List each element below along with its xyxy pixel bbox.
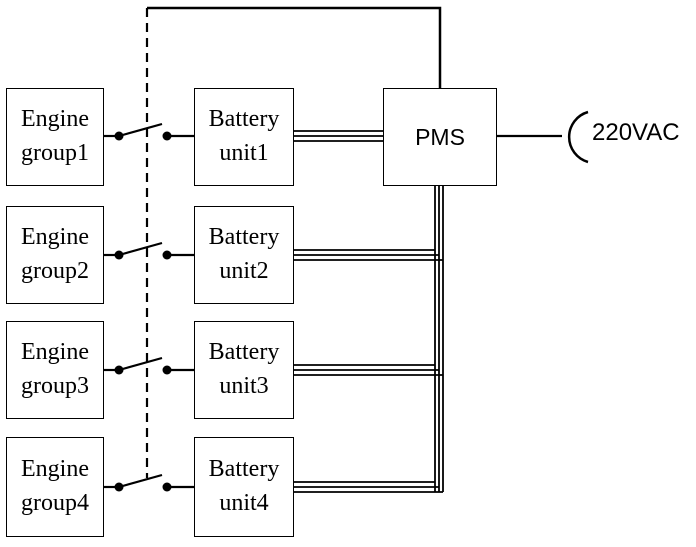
engine-group-3-line2: group3 [21, 373, 89, 399]
engine-group-2-line2: group2 [21, 258, 89, 284]
engine-group-3: Engine group3 [6, 321, 104, 419]
battery-unit-4-line2: unit4 [219, 490, 269, 516]
battery-unit-2-line2: unit2 [219, 258, 269, 284]
plug-icon [567, 110, 589, 164]
engine-group-4-line1: Engine [21, 456, 89, 483]
engine-group-2: Engine group2 [6, 206, 104, 304]
battery-unit-4-line1: Battery [208, 456, 280, 483]
engine-group-2-line1: Engine [21, 224, 89, 251]
battery-unit-1-line1: Battery [208, 106, 280, 133]
switch-1 [104, 122, 194, 141]
engine-group-4: Engine group4 [6, 437, 104, 537]
battery-unit-3-line1: Battery [208, 339, 280, 366]
engine-group-3-line1: Engine [21, 339, 89, 366]
engine-group-1: Engine group1 [6, 88, 104, 186]
battery-unit-2-line1: Battery [208, 224, 280, 251]
switch-3 [104, 356, 194, 375]
battery-unit-4: Battery unit4 [194, 437, 294, 537]
bus-battery2 [294, 249, 443, 261]
battery-unit-1-line2: unit1 [219, 140, 269, 166]
bus-vertical [434, 186, 444, 492]
engine-group-4-line2: group4 [21, 490, 89, 516]
pms-label: PMS [415, 123, 465, 150]
battery-unit-3-line2: unit3 [219, 373, 269, 399]
bus-battery3 [294, 364, 443, 376]
bus-battery1-pms [294, 130, 383, 142]
switch-2 [104, 241, 194, 260]
pms-box: PMS [383, 88, 497, 186]
engine-group-1-line1: Engine [21, 106, 89, 133]
power-source-label: 220VAC [592, 119, 680, 146]
battery-unit-3: Battery unit3 [194, 321, 294, 419]
engine-group-1-line2: group1 [21, 140, 89, 166]
battery-unit-1: Battery unit1 [194, 88, 294, 186]
bus-battery4 [294, 481, 443, 493]
switch-4 [104, 473, 194, 492]
battery-unit-2: Battery unit2 [194, 206, 294, 304]
pms-feedback-line [147, 6, 442, 88]
